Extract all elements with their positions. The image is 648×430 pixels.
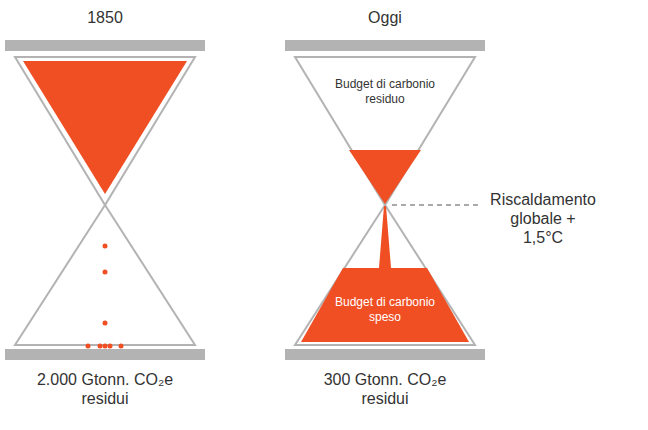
hourglass-cap xyxy=(285,40,485,51)
warming-label: Riscaldamento globale + 1,5°C xyxy=(488,190,598,248)
remaining-budget: Budget di carbonio residuo xyxy=(330,70,440,114)
region-label: Budget di carbonio speso xyxy=(332,295,438,325)
sand-stream xyxy=(379,206,391,268)
residual-amount: 300 Gtonn. CO₂e residui xyxy=(310,370,460,408)
hourglass-cap xyxy=(5,349,205,360)
remaining-sand xyxy=(349,150,421,204)
region-label: Budget di carbonio residuo xyxy=(332,77,438,107)
spent-sand xyxy=(301,268,469,342)
hourglass-cap xyxy=(5,40,205,51)
carbon-sand xyxy=(23,61,187,194)
residual-amount: 2.000 Gtonn. CO₂e residui xyxy=(30,370,180,408)
threshold-line xyxy=(392,205,482,206)
falling-grains xyxy=(86,244,124,349)
hourglass-glass xyxy=(295,57,475,205)
hourglass-glass xyxy=(15,205,195,345)
year-label: 1850 xyxy=(45,8,165,27)
hourglass-glass xyxy=(295,205,475,345)
hourglass-cap xyxy=(285,349,485,360)
spent-budget: Budget di carbonio speso xyxy=(330,288,440,332)
year-label: Oggi xyxy=(325,8,445,27)
hourglass-glass xyxy=(15,57,195,205)
